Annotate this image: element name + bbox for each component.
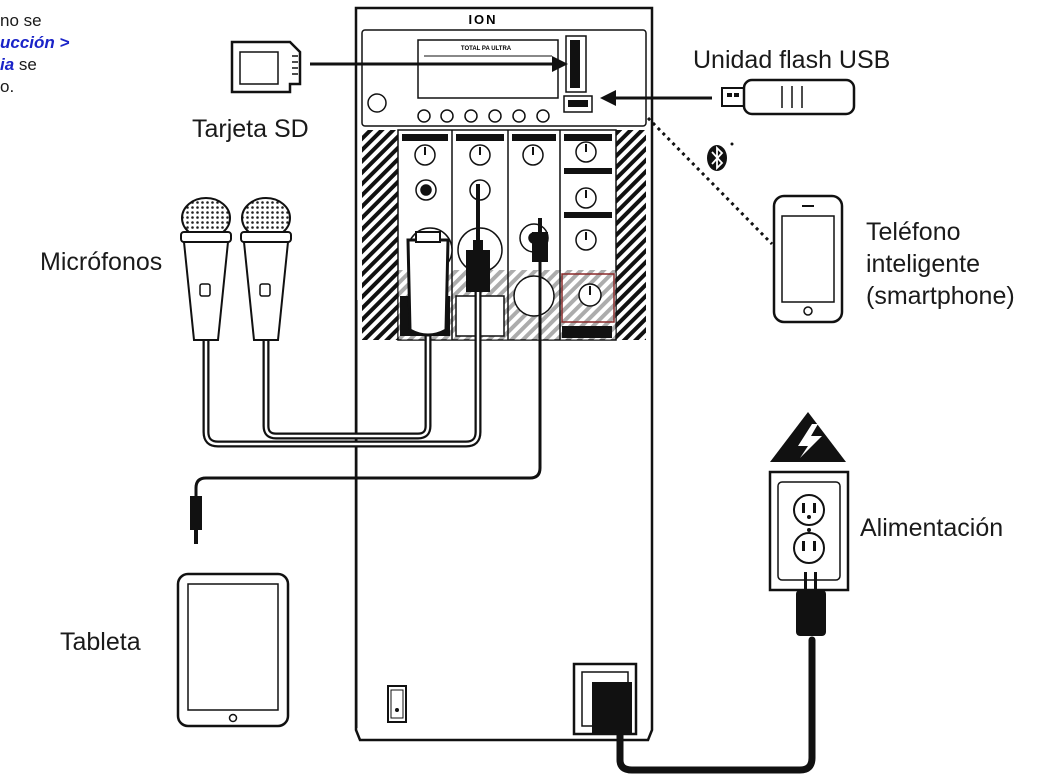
panel-buttons [417,109,550,123]
usb-arrow [600,90,712,106]
mixer-section [362,129,646,341]
label-sd-card: Tarjeta SD [192,115,309,143]
speaker-brand: ION [468,12,497,27]
sd-card-icon [230,40,302,94]
microphone-icon [180,197,292,341]
intro-link-1[interactable]: ucción [0,33,55,52]
high-voltage-icon [770,412,846,462]
label-smartphone-line-2: inteligente [866,250,980,278]
label-smartphone-line-1: Teléfono [866,218,961,246]
intro-link-2[interactable]: ia [0,55,15,74]
power-plug-icon [796,572,826,636]
label-smartphone: Teléfono inteligente (smartphone) [866,216,1015,312]
sd-arrow [310,56,568,72]
intro-line-4: o. [0,77,15,96]
intro-fragment: no se ucción > ia se o. [0,10,69,98]
iec-plug [592,682,632,734]
cables [194,260,816,774]
control-panel: TOTAL PA ULTRA [361,29,647,127]
bluetooth-link [646,116,774,246]
smartphone-icon [772,194,844,324]
panel-knob [367,93,387,113]
power-switch[interactable] [387,685,407,723]
aux-connector [532,218,548,262]
label-smartphone-line-3: (smartphone) [866,282,1015,310]
label-usb-flash: Unidad flash USB [693,46,891,74]
tablet-icon [176,496,290,728]
power-outlet-icon [768,470,850,592]
xlr-connector [406,231,450,337]
quarter-inch-connector [466,184,490,292]
intro-line-1: no se [0,11,42,30]
intro-line-3: ia se [0,54,69,76]
label-microphones: Micrófonos [40,248,163,276]
intro-link-1-sym: > [54,33,70,52]
label-power: Alimentación [860,514,1004,542]
intro-line-2: ucción > [0,32,69,54]
bluetooth-icon [707,142,734,171]
speaker-model: TOTAL PA ULTRA [461,46,512,52]
label-tablet: Tableta [60,628,141,656]
usb-flash-drive-icon [721,78,856,116]
intro-line-3-rest: se [14,55,37,74]
